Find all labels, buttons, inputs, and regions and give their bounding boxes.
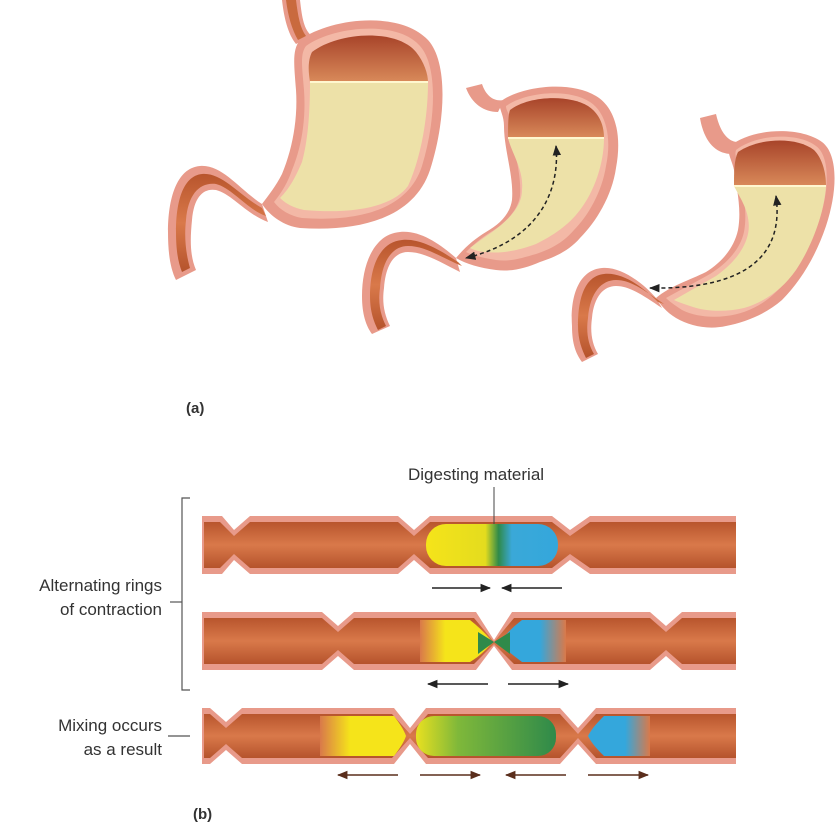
intestine-segment-row-2 [202, 612, 736, 670]
digesting-material-bolus [426, 524, 558, 566]
panel-a-label: (a) [186, 400, 204, 417]
yellow-material [320, 716, 406, 756]
mixing-line-2: as a result [4, 738, 162, 762]
alternating-rings-line-2: of contraction [4, 598, 162, 622]
panel-b-label: (b) [193, 806, 212, 823]
mixing-label: Mixing occurs as a result [4, 714, 162, 762]
alternating-rings-label: Alternating rings of contraction [4, 574, 162, 622]
bracket [182, 498, 190, 690]
mixing-line-1: Mixing occurs [4, 714, 162, 738]
digesting-material-label: Digesting material [408, 465, 544, 485]
intestine-segment-row-3 [202, 708, 736, 764]
mixed-material [416, 716, 556, 756]
alternating-rings-line-1: Alternating rings [4, 574, 162, 598]
intestine-segment-row-1 [202, 516, 736, 574]
